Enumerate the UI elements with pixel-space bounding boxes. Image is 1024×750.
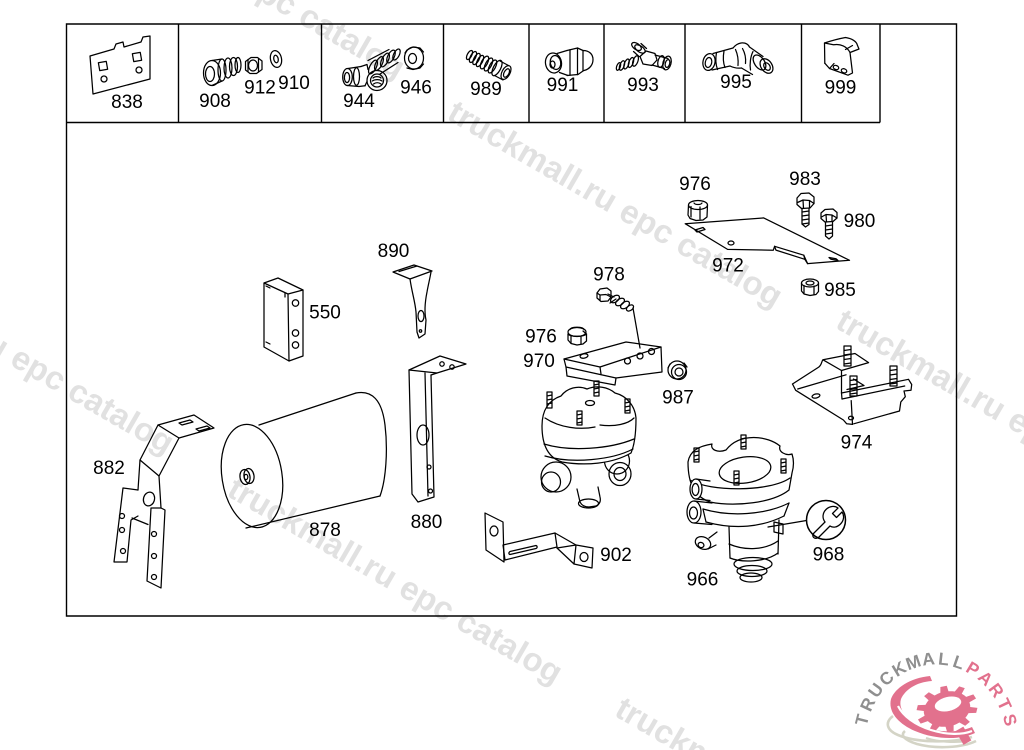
svg-text:truckmall.ru epc catalog: truckmall.ru epc catalog (831, 301, 1024, 523)
svg-text:974: 974 (841, 433, 873, 454)
svg-text:993: 993 (627, 75, 659, 96)
svg-text:912: 912 (244, 78, 276, 99)
svg-text:T: T (851, 712, 873, 728)
svg-text:976: 976 (525, 327, 557, 348)
svg-text:976: 976 (679, 174, 711, 195)
svg-text:991: 991 (547, 75, 579, 96)
svg-text:972: 972 (712, 256, 744, 277)
svg-text:968: 968 (813, 545, 845, 566)
svg-text:890: 890 (378, 241, 410, 262)
svg-text:550: 550 (309, 303, 341, 324)
svg-text:970: 970 (523, 351, 555, 372)
svg-text:946: 946 (400, 78, 432, 99)
svg-text:878: 878 (309, 520, 341, 541)
svg-text:966: 966 (687, 570, 719, 591)
svg-text:880: 880 (411, 512, 443, 533)
svg-text:910: 910 (278, 73, 310, 94)
svg-text:S: S (999, 712, 1021, 728)
svg-text:908: 908 (199, 91, 231, 112)
svg-text:999: 999 (825, 78, 857, 99)
svg-text:truckmall.ru epc catalog: truckmall.ru epc catalog (0, 239, 181, 461)
svg-text:995: 995 (720, 72, 752, 93)
svg-text:980: 980 (844, 211, 876, 232)
svg-text:902: 902 (600, 545, 632, 566)
svg-text:M: M (903, 651, 923, 675)
svg-text:838: 838 (111, 92, 143, 113)
svg-text:987: 987 (662, 388, 694, 409)
svg-text:983: 983 (789, 169, 821, 190)
svg-text:985: 985 (824, 280, 856, 301)
svg-text:989: 989 (470, 79, 502, 100)
svg-text:978: 978 (593, 265, 625, 286)
svg-text:T: T (993, 695, 1016, 713)
svg-text:truckmall.ru epc catalog: truckmall.ru epc catalog (222, 469, 569, 691)
svg-text:944: 944 (343, 91, 375, 112)
svg-text:L: L (937, 648, 950, 669)
svg-text:A: A (921, 648, 936, 669)
svg-text:882: 882 (93, 458, 125, 479)
